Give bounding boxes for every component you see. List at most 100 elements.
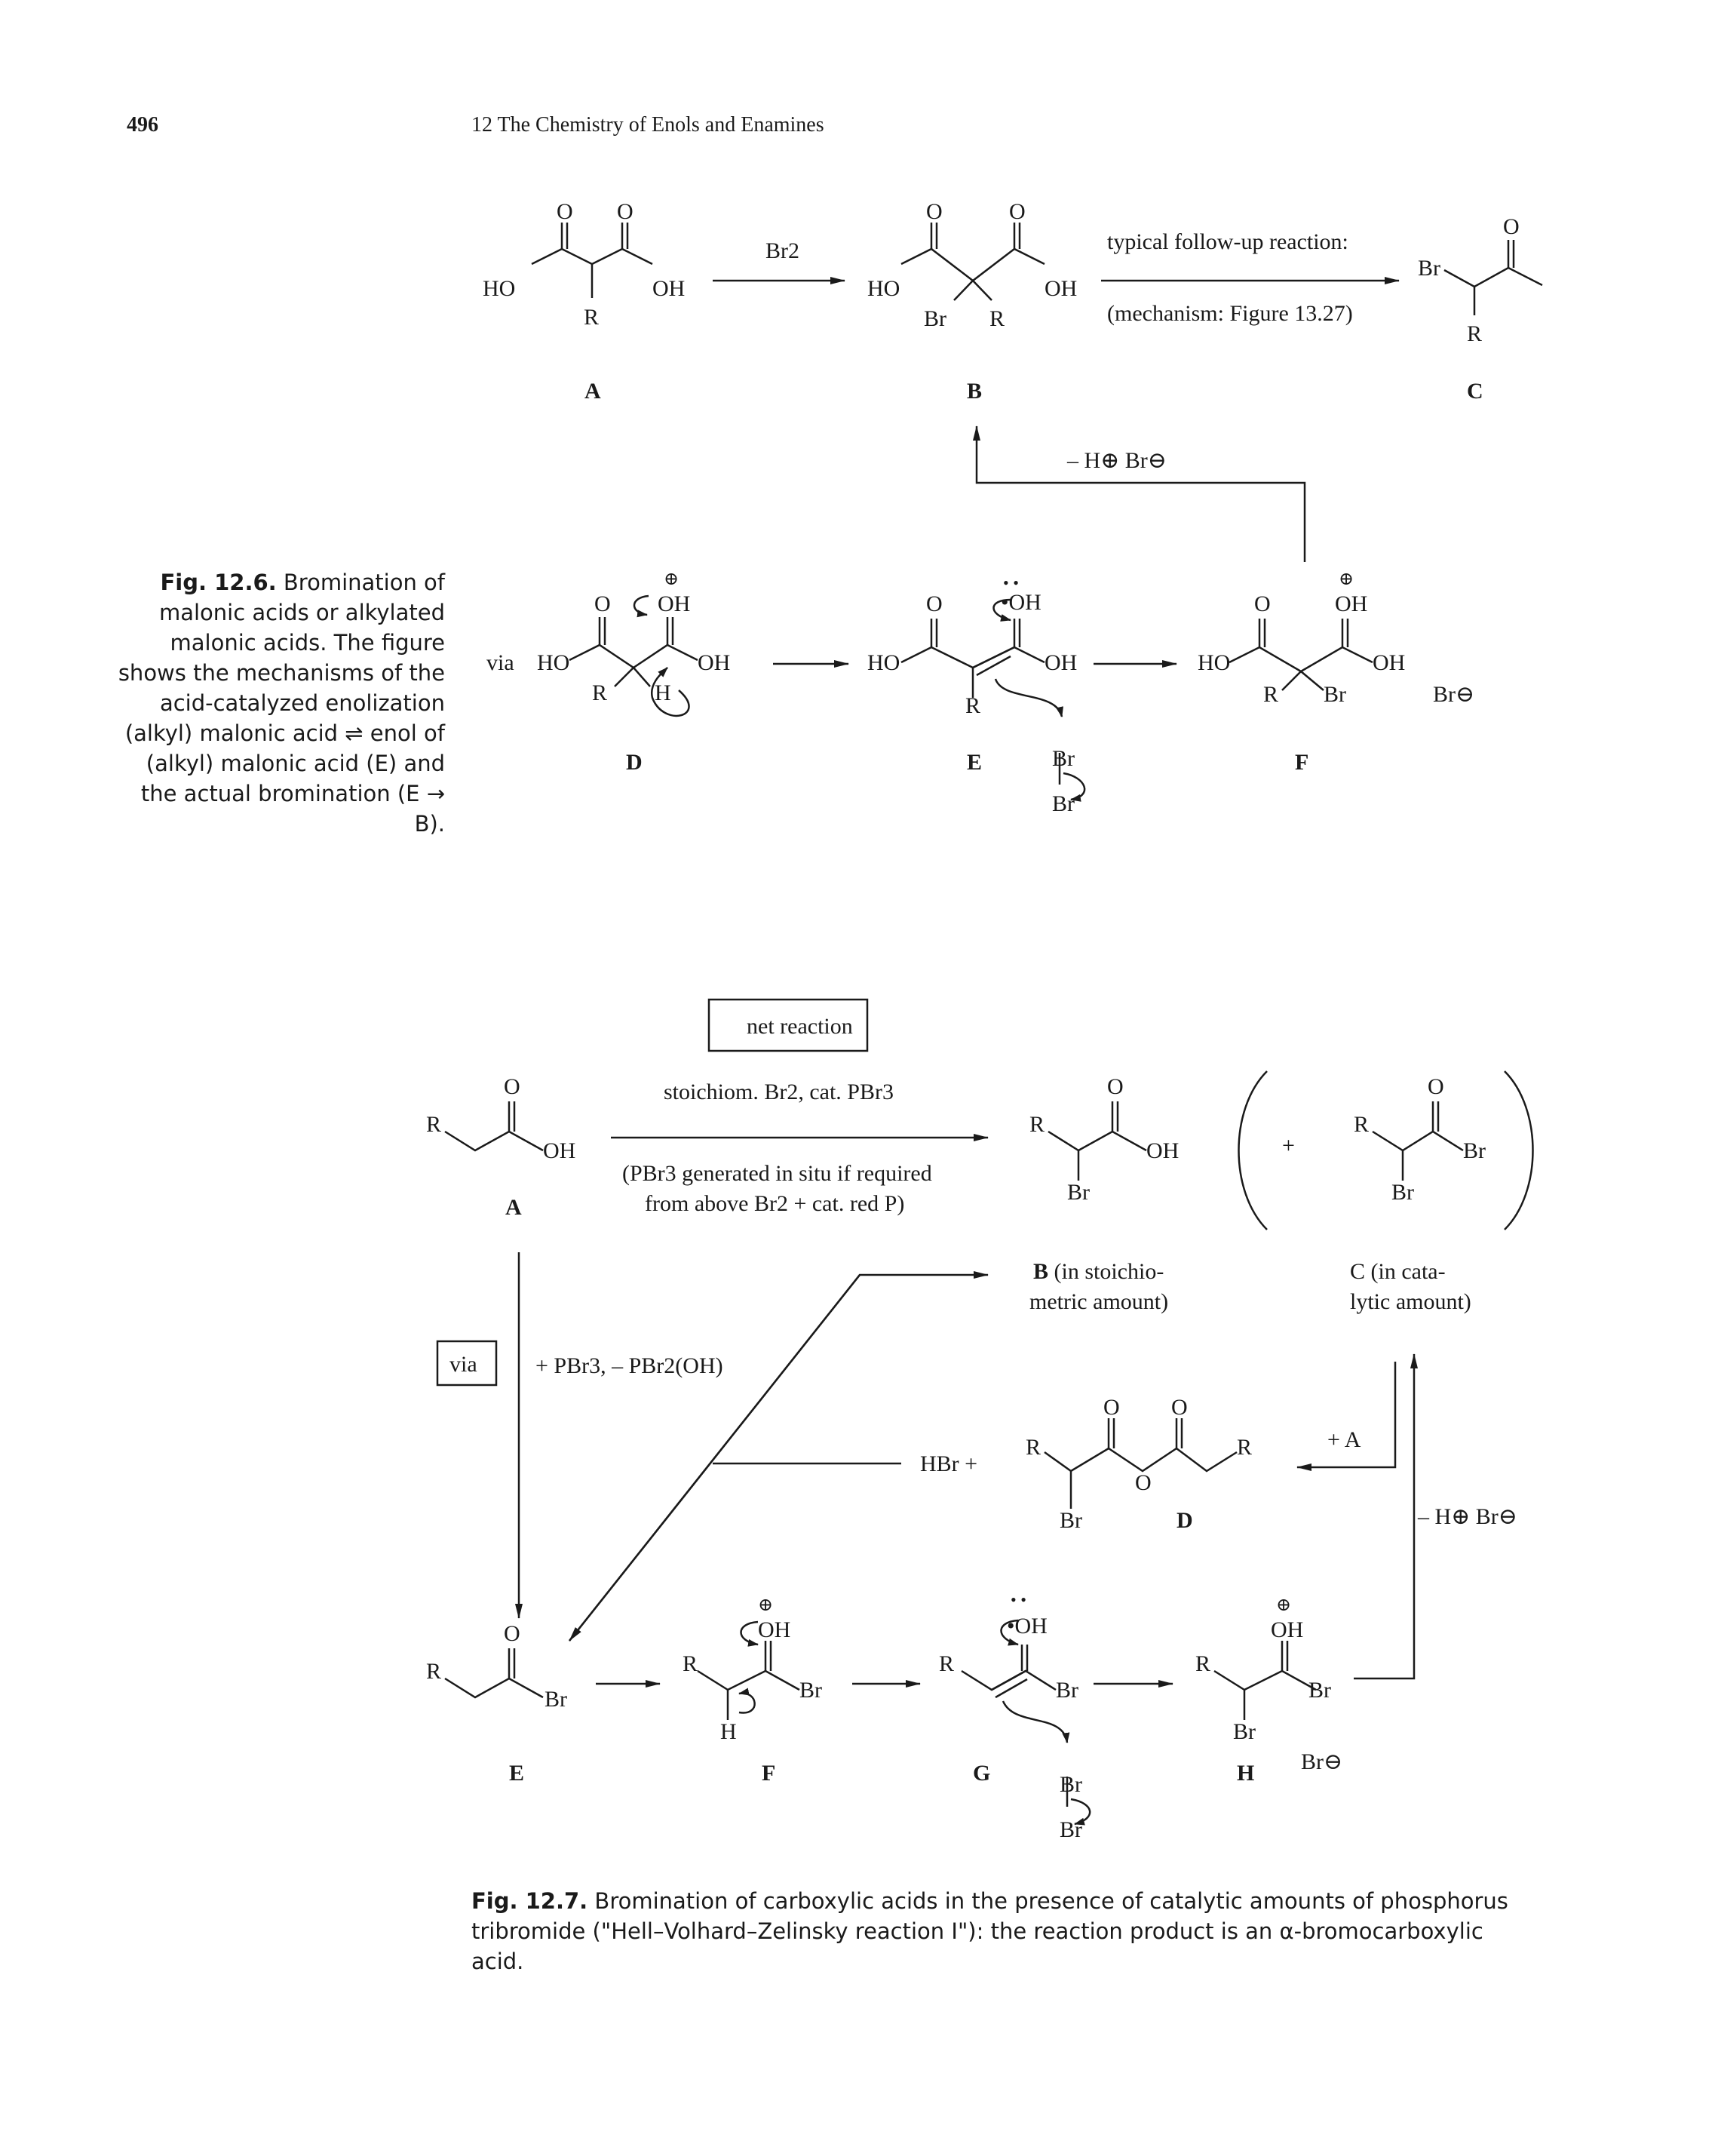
atom: OH bbox=[543, 1138, 575, 1163]
fig2-label-e: E bbox=[509, 1761, 524, 1786]
fig2-molecule-g bbox=[961, 1619, 1091, 1826]
atom: O bbox=[926, 591, 943, 616]
positive-charge: ⊕ bbox=[1276, 1596, 1291, 1615]
atom: HO bbox=[483, 276, 515, 301]
fig2-loss-label: – H⊕ Br⊖ bbox=[1417, 1504, 1517, 1529]
fig-12-7-caption-text: Bromination of carboxylic acids in the p… bbox=[471, 1888, 1508, 1974]
atom: Br bbox=[1056, 1678, 1078, 1703]
positive-charge: ⊕ bbox=[664, 570, 679, 589]
atom: Br bbox=[1324, 682, 1346, 707]
atom: HO bbox=[867, 276, 900, 301]
fig-12-7-caption: Fig. 12.7. Bromination of carboxylic aci… bbox=[471, 1886, 1542, 1976]
atom: R bbox=[1029, 1112, 1045, 1137]
fig2-molecule-f bbox=[697, 1620, 800, 1720]
fig1-molecule-a bbox=[531, 223, 653, 298]
fig2-molecule-c bbox=[1372, 1101, 1464, 1181]
b-letter: B bbox=[1033, 1259, 1054, 1284]
arrow-bottom-line2: from above Br2 + cat. red P) bbox=[645, 1191, 904, 1216]
net-reaction-box bbox=[707, 998, 869, 1052]
fig1-molecule-f bbox=[1229, 619, 1373, 691]
b-label-1: (in stoichio- bbox=[1054, 1259, 1164, 1284]
atom: HO bbox=[1198, 650, 1230, 675]
fig-12-6-caption: Fig. 12.6. Bromination of malonic acids … bbox=[113, 567, 445, 839]
atom: O bbox=[1135, 1470, 1152, 1495]
atom: Br bbox=[1308, 1678, 1331, 1703]
atom: OH bbox=[1045, 276, 1077, 301]
fig2-molecule-h bbox=[1213, 1641, 1317, 1720]
lone-pair: • • bbox=[1003, 573, 1019, 592]
atom: R bbox=[426, 1112, 441, 1137]
fig2-c-label-line1: C (in cata- bbox=[1350, 1259, 1446, 1284]
atom: R bbox=[989, 306, 1005, 331]
atom: O bbox=[617, 199, 633, 224]
atom: •OH bbox=[1001, 590, 1041, 615]
atom: Br bbox=[1391, 1180, 1414, 1205]
atom: O bbox=[926, 199, 943, 224]
fig2-molecule-e bbox=[444, 1648, 544, 1699]
atom: Br bbox=[1052, 791, 1075, 816]
atom: OH bbox=[758, 1617, 790, 1642]
label-c: C bbox=[1467, 379, 1483, 404]
arrow-top-label: stoichiom. Br2, cat. PBr3 bbox=[664, 1080, 894, 1104]
atom: O bbox=[1503, 214, 1520, 239]
atom: Br bbox=[1418, 256, 1440, 281]
running-title: 12 The Chemistry of Enols and Enamines bbox=[471, 113, 824, 137]
atom: OH bbox=[658, 591, 690, 616]
atom: R bbox=[1263, 682, 1278, 707]
follow-up-line1: typical follow-up reaction: bbox=[1107, 229, 1348, 254]
via-label: via bbox=[486, 650, 514, 675]
reagent-br2: Br2 bbox=[765, 238, 799, 263]
atom: R bbox=[584, 305, 599, 330]
atom: OH bbox=[1373, 650, 1405, 675]
atom: HO bbox=[867, 650, 900, 675]
fig2-label-f: F bbox=[762, 1761, 775, 1786]
fig2-label-g: G bbox=[973, 1761, 990, 1786]
atom: H bbox=[655, 680, 671, 705]
label-e: E bbox=[967, 750, 982, 775]
atom: HO bbox=[537, 650, 569, 675]
fig2-b-label-line2: metric amount) bbox=[1029, 1289, 1168, 1314]
fig2-via-label: via bbox=[449, 1352, 477, 1377]
fig1-loss-label: – H⊕ Br⊖ bbox=[1066, 448, 1167, 473]
fig2-b-label-line1: B (in stoichio- bbox=[1033, 1259, 1164, 1284]
bromide-ion: Br⊖ bbox=[1301, 1749, 1342, 1774]
atom: O bbox=[1428, 1074, 1444, 1099]
atom: O bbox=[594, 591, 611, 616]
fig1-molecule-c bbox=[1443, 240, 1543, 315]
pbr3-step-label: + PBr3, – PBr2(OH) bbox=[535, 1353, 723, 1378]
label-f: F bbox=[1295, 750, 1308, 775]
atom: O bbox=[1171, 1395, 1188, 1420]
atom: O bbox=[1103, 1395, 1120, 1420]
atom: R bbox=[1354, 1112, 1369, 1137]
atom: Br bbox=[1052, 746, 1075, 771]
atom: Br bbox=[1463, 1138, 1486, 1163]
atom: R bbox=[939, 1651, 954, 1676]
atom: Br bbox=[799, 1678, 822, 1703]
atom: Br bbox=[1060, 1772, 1082, 1797]
atom: Br bbox=[1067, 1180, 1090, 1205]
atom: Br bbox=[1233, 1719, 1256, 1744]
atom: R bbox=[683, 1651, 698, 1676]
fig-12-6-caption-label: Fig. 12.6. bbox=[160, 570, 277, 595]
atom: O bbox=[1009, 199, 1026, 224]
atom: R bbox=[1195, 1651, 1210, 1676]
label-a: A bbox=[584, 379, 601, 404]
fig2-molecule-b bbox=[1048, 1101, 1147, 1181]
atom: R bbox=[1467, 321, 1482, 346]
fig1-molecule-e bbox=[900, 598, 1086, 802]
fig-12-7-caption-label: Fig. 12.7. bbox=[471, 1888, 588, 1914]
atom: Br bbox=[1060, 1508, 1082, 1533]
net-reaction-label: net reaction bbox=[747, 1014, 853, 1039]
hbr-label: HBr + bbox=[920, 1451, 977, 1476]
atom: O bbox=[504, 1621, 520, 1646]
fig2-c-label-line2: lytic amount) bbox=[1350, 1289, 1471, 1314]
atom: R bbox=[592, 680, 607, 705]
atom: R bbox=[965, 693, 980, 718]
positive-charge: ⊕ bbox=[1339, 570, 1354, 589]
fig1-molecule-b bbox=[900, 223, 1045, 301]
atom: R bbox=[426, 1659, 441, 1684]
fig-12-6-caption-text: Bromination of malonic acids or alkylate… bbox=[118, 570, 445, 837]
atom: OH bbox=[1271, 1617, 1303, 1642]
plus-sign: + bbox=[1282, 1133, 1295, 1158]
